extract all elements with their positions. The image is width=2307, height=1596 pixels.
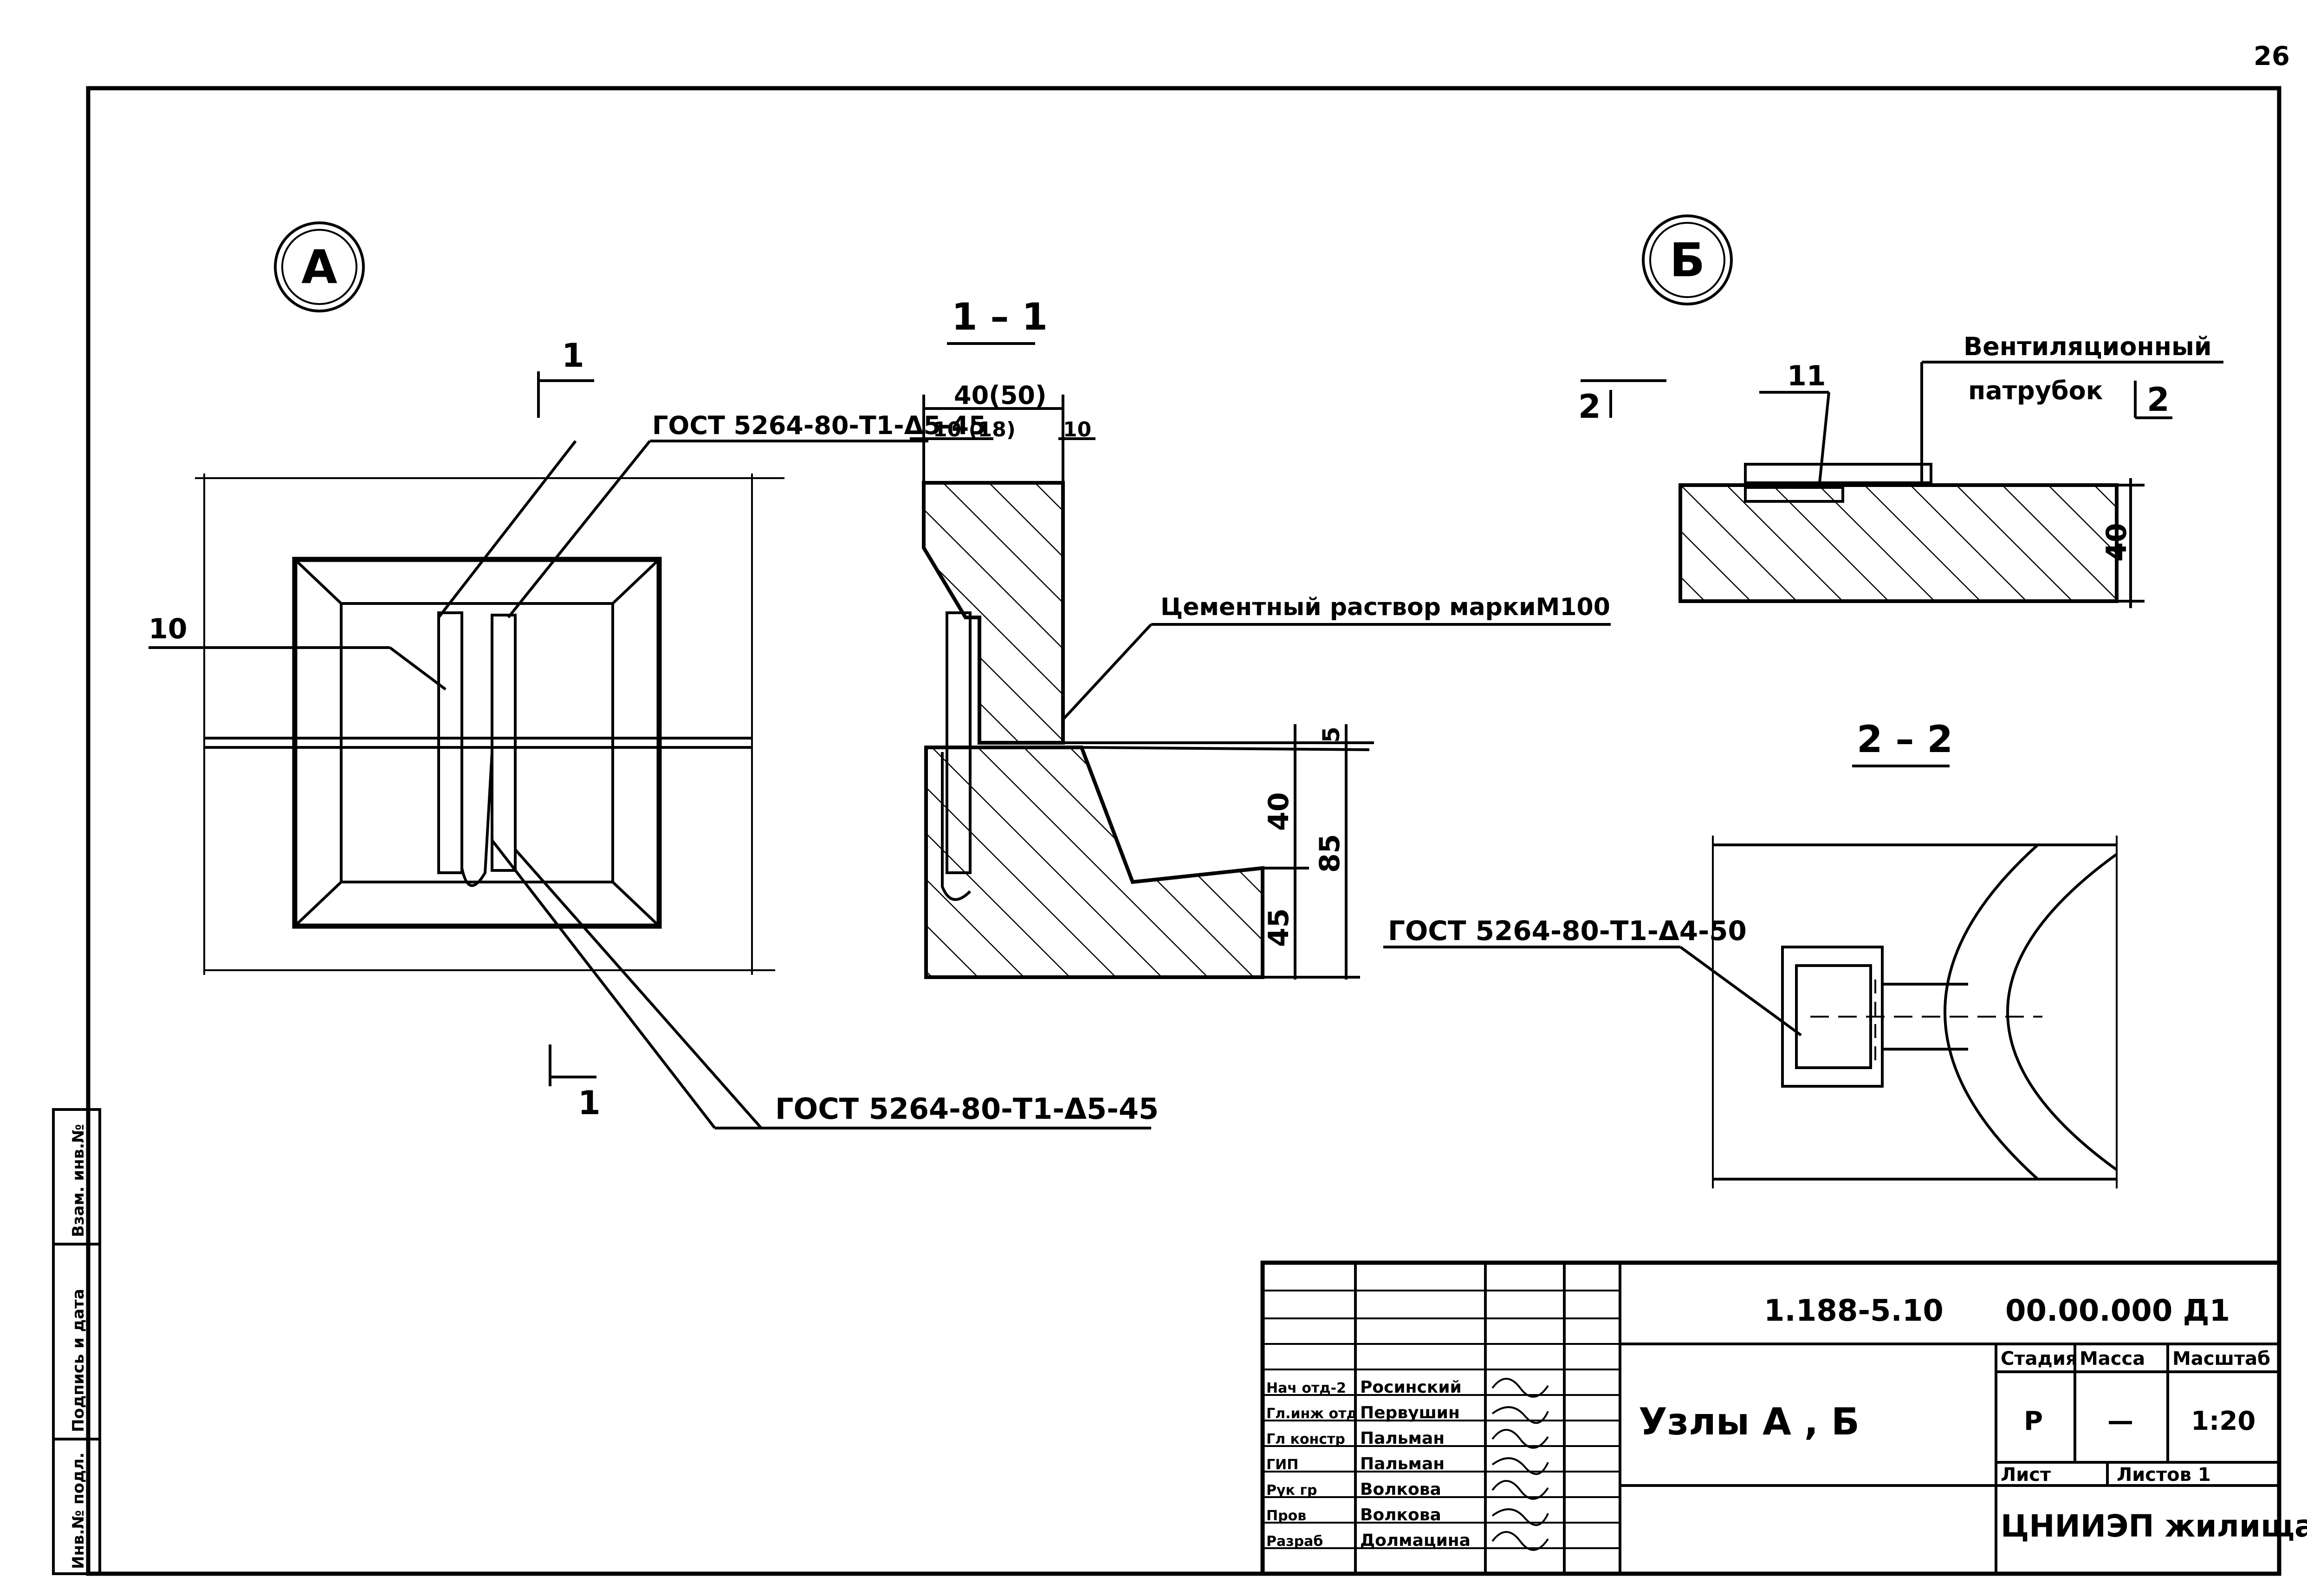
dim-10-left: 10 bbox=[149, 613, 188, 645]
dim-10-right: 10 bbox=[1063, 418, 1091, 441]
callout-11: 11 bbox=[1787, 360, 1826, 392]
mass-value: — bbox=[2107, 1406, 2133, 1436]
role-row-7: Разраб bbox=[1266, 1533, 1323, 1550]
vent-label-line1: Вентиляционный bbox=[1964, 332, 2212, 361]
mortar-label: Цементный раствор маркиМ100 bbox=[1160, 593, 1610, 621]
vent-label-line2: патрубок bbox=[1968, 376, 2103, 405]
name-row-4: Пальман bbox=[1360, 1454, 1445, 1473]
node-a-label-bottom: ГОСТ 5264-80-Т1-Δ5-45 bbox=[775, 1092, 1159, 1126]
section-1-1: 1 – 1 40(50) 10 (18) 10 Цементный раство… bbox=[910, 295, 1611, 980]
section-mark-1-bottom-label: 1 bbox=[578, 1084, 601, 1122]
side-stamp-original-inv: Инв.№ подл. bbox=[69, 1453, 88, 1569]
scale-header: Масштаб bbox=[2172, 1348, 2270, 1369]
sheet-label: Лист bbox=[2001, 1464, 2051, 1486]
section-mark-1-top-label: 1 bbox=[562, 337, 584, 375]
name-row-2: Первушин bbox=[1360, 1403, 1460, 1422]
node-b-dim-40: 40 bbox=[2100, 523, 2133, 562]
drawing-frame bbox=[86, 86, 2281, 1576]
node-b-slab-hatched bbox=[1678, 483, 2119, 603]
section-1-1-title: 1 – 1 bbox=[952, 295, 1048, 338]
node-b-marker: Б bbox=[1670, 233, 1705, 287]
doc-number: 00.00.000 Д1 bbox=[2005, 1294, 2230, 1328]
section-1-1-upper-hatched bbox=[922, 481, 1065, 745]
section-2-2-title: 2 – 2 bbox=[1857, 718, 1953, 761]
node-a-marker: А bbox=[301, 240, 337, 294]
side-stamp: Взам. инв.№ Подпись и дата Инв.№ подл. bbox=[52, 1108, 101, 1575]
role-row-4: ГИП bbox=[1266, 1457, 1298, 1473]
dim-40-50: 40(50) bbox=[954, 381, 1047, 410]
name-row-1: Росинский bbox=[1360, 1378, 1462, 1397]
dim-85: 85 bbox=[1314, 834, 1346, 873]
scale-value: 1:20 bbox=[2191, 1406, 2255, 1436]
side-stamp-signature-date: Подпись и дата bbox=[69, 1289, 88, 1432]
page-number: 26 bbox=[2254, 41, 2290, 71]
role-row-2: Гл.инж отд bbox=[1266, 1406, 1358, 1422]
node-a-label-top: ГОСТ 5264-80-Т1-Δ5-45 bbox=[652, 411, 986, 440]
node-b-section: Б 2 2 11 Вентиляционный патрубок 40 bbox=[1578, 214, 2223, 608]
name-row-6: Волкова bbox=[1360, 1505, 1441, 1525]
section-mark-2-left: 2 bbox=[1578, 388, 1601, 426]
role-row-3: Гл констр bbox=[1266, 1431, 1345, 1447]
role-row-1: Нач отд-2 bbox=[1266, 1380, 1346, 1396]
name-row-5: Волкова bbox=[1360, 1480, 1441, 1499]
role-row-5: Рук гр bbox=[1266, 1482, 1317, 1499]
section-2-2-label: ГОСТ 5264-80-Т1-Δ4-50 bbox=[1388, 915, 1747, 947]
title-block: Нач отд-2 Росинский Гл.инж отд Первушин … bbox=[1260, 1260, 2307, 1576]
name-row-7: Долмацина bbox=[1360, 1531, 1471, 1550]
dim-45: 45 bbox=[1263, 908, 1295, 947]
sheets-label: Листов 1 bbox=[2117, 1464, 2211, 1486]
signature-rows: Нач отд-2 Росинский Гл.инж отд Первушин … bbox=[1266, 1378, 1549, 1551]
mass-header: Масса bbox=[2080, 1348, 2145, 1369]
dim-40: 40 bbox=[1263, 792, 1295, 831]
section-mark-2-right: 2 bbox=[2147, 381, 2170, 419]
stage-header: Стадия bbox=[2001, 1348, 2078, 1369]
section-2-2: 2 – 2 ГОСТ 5264-80-Т1-Δ4-50 bbox=[1383, 718, 2118, 1188]
dim-5: 5 bbox=[1318, 727, 1345, 743]
side-stamp-replace-inv: Взам. инв.№ bbox=[69, 1124, 88, 1237]
section-1-1-lower-hatched bbox=[924, 746, 1264, 979]
drawing-title: Узлы А , Б bbox=[1639, 1400, 1860, 1443]
doc-code: 1.188-5.10 bbox=[1764, 1294, 1944, 1328]
node-a-plan: А 1 1 10 ГОСТ 5264-80-Т1-Δ5-45 ГОСТ 5264 bbox=[149, 221, 1159, 1129]
organization: ЦНИИЭП жилища bbox=[2001, 1508, 2307, 1544]
dim-10-18: 10 (18) bbox=[933, 418, 1016, 441]
stage-value: Р bbox=[2024, 1406, 2043, 1436]
role-row-6: Пров bbox=[1266, 1508, 1306, 1524]
name-row-3: Пальман bbox=[1360, 1429, 1445, 1448]
